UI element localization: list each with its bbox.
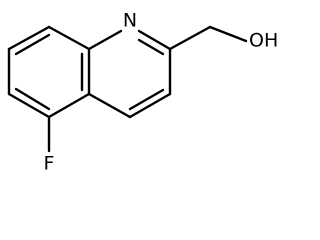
- nitrogen-label: N: [123, 10, 137, 32]
- bond-c6-c5: [7, 92, 51, 119]
- pyridine-ring: [87, 29, 172, 119]
- benzo-ring: [7, 25, 91, 119]
- substituents: [47, 25, 248, 153]
- bond-c2-ch2: [168, 25, 212, 51]
- bond-n1-c2: [137, 29, 172, 51]
- bond-c5-c4a: [47, 92, 91, 119]
- bond-ch2-oh: [208, 25, 248, 43]
- bond-c8-c7: [7, 25, 51, 51]
- bond-c8a-c8: [47, 25, 91, 51]
- bond-c3-c4: [128, 92, 172, 119]
- fluorine-label: F: [44, 153, 55, 175]
- bond-c4-c4a: [87, 92, 132, 119]
- double-bond-c3-c4: [128, 88, 165, 111]
- molecule-structure: N OH F: [7, 10, 278, 175]
- double-bond-c6-c5: [14, 87, 51, 111]
- bond-c8a-n1: [87, 29, 123, 51]
- hydroxyl-label: OH: [249, 30, 278, 52]
- double-bond-c8-c7: [14, 33, 51, 56]
- double-bond-n1-c2: [137, 38, 165, 56]
